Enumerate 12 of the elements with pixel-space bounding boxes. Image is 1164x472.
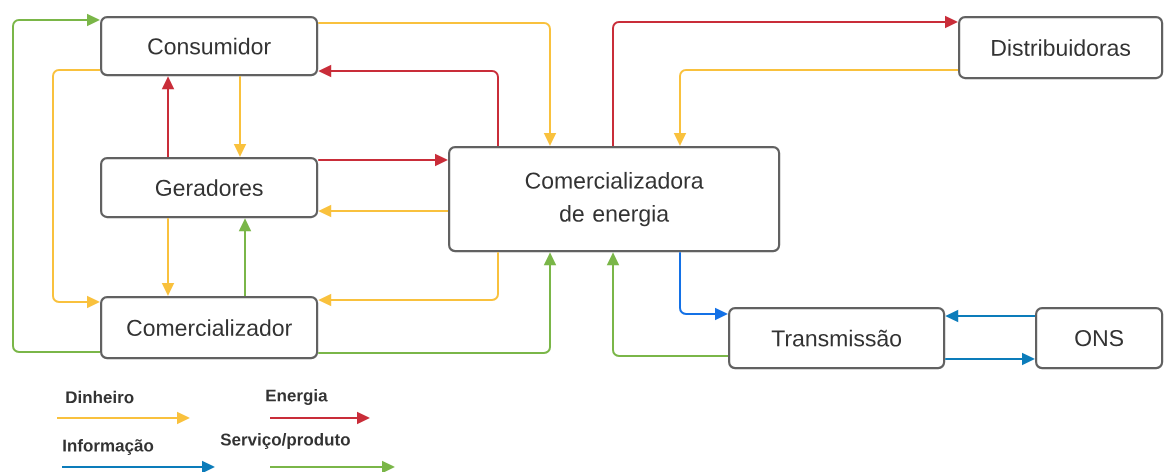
legend-label: Dinheiro: [66, 390, 134, 404]
process-box: ONS: [1035, 307, 1164, 370]
arrow: [12, 13, 101, 353]
process-box: Geradores: [100, 157, 319, 219]
process-box: Consumidor: [100, 16, 319, 77]
legend-label: Informação: [63, 439, 154, 455]
process-box: Distribuidoras: [958, 16, 1164, 80]
process-box: Transmissão: [728, 307, 946, 370]
process-box: Comercializadora de energia: [448, 146, 781, 253]
legend-label: Energia: [266, 389, 328, 405]
legend-label: Serviço/produto: [220, 433, 350, 449]
process-box: Comercializador: [100, 296, 319, 360]
